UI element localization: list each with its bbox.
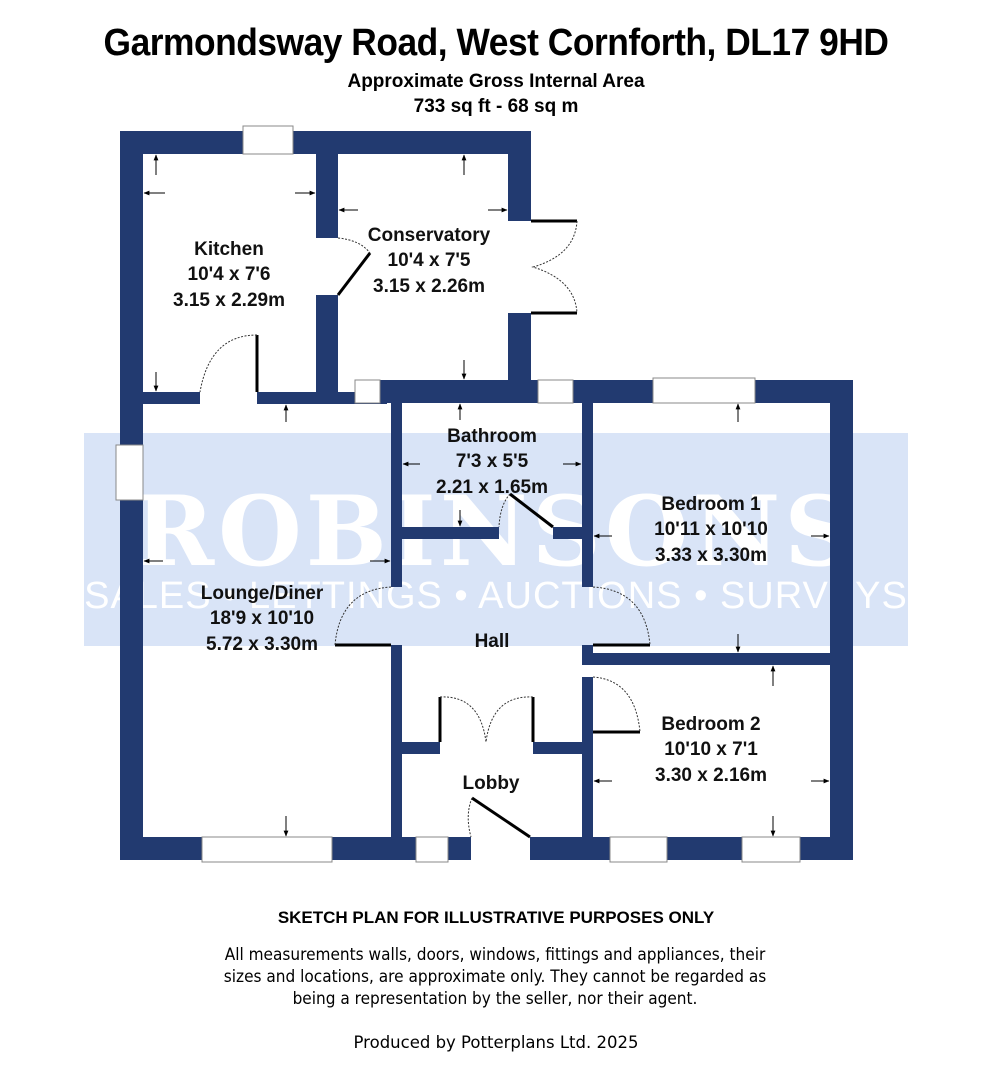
room-metric: 2.21 x 1.65m (436, 477, 548, 498)
room-name: Lounge/Diner (201, 583, 324, 604)
window-kitchen (242, 125, 294, 155)
room-name: Hall (475, 631, 510, 652)
watermark-tagline: SALES • LETTINGS • AUCTIONS • SURVEYS (84, 575, 908, 617)
room-name: Kitchen (194, 239, 264, 260)
windows (115, 125, 801, 863)
window-bedroom1 (652, 377, 756, 404)
room-imperial: 18'9 x 10'10 (210, 608, 314, 629)
disclaimer-text: All measurements walls, doors, windows, … (223, 945, 767, 1008)
room-kitchen: Kitchen 10'4 x 7'6 3.15 x 2.29m (173, 239, 285, 311)
room-name: Bathroom (447, 426, 537, 447)
area-value: 733 sq ft - 68 sq m (413, 96, 579, 117)
doors (199, 219, 651, 839)
window-bedroom2-right (741, 836, 801, 863)
room-metric: 3.15 x 2.26m (373, 276, 485, 297)
room-metric: 3.33 x 3.30m (655, 545, 767, 566)
room-metric: 3.15 x 2.29m (173, 290, 285, 311)
room-lounge-diner: Lounge/Diner 18'9 x 10'10 5.72 x 3.30m (201, 583, 324, 655)
room-bedroom-1: Bedroom 1 10'11 x 10'10 3.33 x 3.30m (654, 494, 768, 566)
room-hall: Hall (475, 631, 510, 652)
room-name: Bedroom 2 (661, 714, 760, 735)
property-address-title: Garmondsway Road, West Cornforth, DL17 9… (103, 22, 889, 64)
area-label: Approximate Gross Internal Area (347, 71, 645, 92)
window-lounge-side (115, 444, 144, 501)
room-metric: 5.72 x 3.30m (206, 634, 318, 655)
room-name: Conservatory (368, 225, 491, 246)
window-conservatory-bottom (354, 379, 381, 404)
dimension-arrows (143, 154, 830, 837)
walls (120, 131, 853, 860)
window-bedroom2-left (609, 836, 668, 863)
room-imperial: 10'10 x 7'1 (664, 739, 758, 760)
room-conservatory: Conservatory 10'4 x 7'5 3.15 x 2.26m (368, 225, 491, 297)
room-imperial: 10'4 x 7'5 (388, 250, 471, 271)
watermark: ROBINSONS SALES • LETTINGS • AUCTIONS • … (84, 433, 908, 646)
watermark-band (84, 433, 908, 646)
room-bathroom: Bathroom 7'3 x 5'5 2.21 x 1.65m (436, 426, 548, 498)
producer-credit: Produced by Potterplans Ltd. 2025 (353, 1033, 639, 1052)
disclaimer-heading: SKETCH PLAN FOR ILLUSTRATIVE PURPOSES ON… (277, 908, 715, 927)
window-lobby (415, 836, 449, 863)
window-bathroom (537, 379, 574, 404)
room-bedroom-2: Bedroom 2 10'10 x 7'1 3.30 x 2.16m (655, 714, 767, 786)
room-metric: 3.30 x 2.16m (655, 765, 767, 786)
room-imperial: 10'11 x 10'10 (654, 519, 768, 540)
room-name: Bedroom 1 (661, 494, 761, 515)
room-imperial: 7'3 x 5'5 (456, 451, 529, 472)
room-imperial: 10'4 x 7'6 (188, 264, 271, 285)
room-name: Lobby (463, 773, 520, 794)
room-lobby: Lobby (463, 773, 520, 794)
window-lounge-front (201, 836, 333, 863)
